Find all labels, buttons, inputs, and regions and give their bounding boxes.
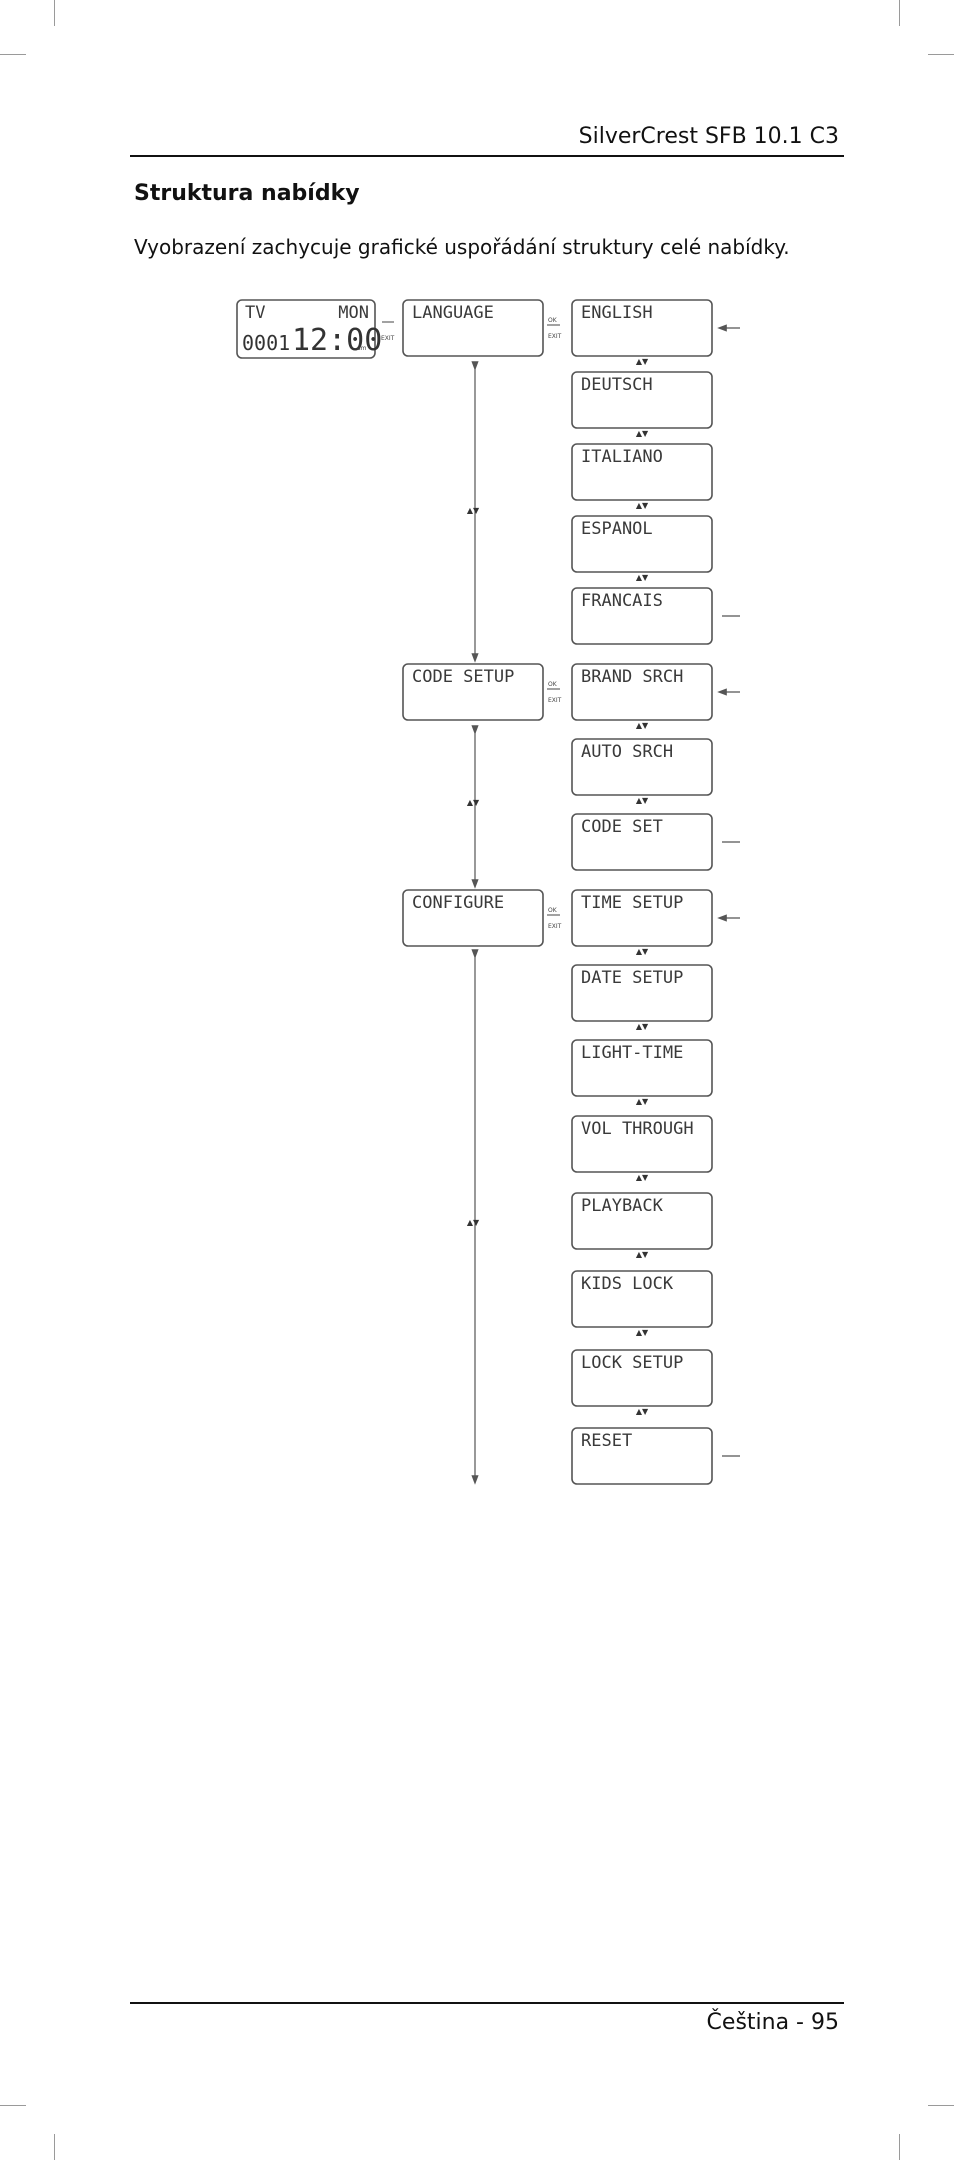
section-heading: Struktura nabídky [134,181,360,206]
language-item-label: ITALIANO [581,447,663,467]
crop-mark [928,2105,954,2106]
crop-mark [899,2134,900,2160]
ok-label: OK [548,907,558,914]
configure-item-label: TIME SETUP [581,893,683,913]
up-down-arrow-icon: ▲▼ [636,1173,649,1182]
exit-label: EXIT [548,333,562,340]
configure-item-box [571,889,713,947]
main-menu-label: CODE SETUP [412,667,514,687]
code-setup-item-box [571,813,713,871]
up-down-arrow-icon: ▲▼ [636,796,649,805]
language-item-box [571,299,713,357]
ok-label: OK [548,317,558,324]
start-screen-day: MON [338,303,369,323]
up-down-arrow-icon: ▲▼ [467,506,480,515]
up-down-arrow-icon: ▲▼ [636,501,649,510]
start-screen-box [236,299,376,359]
configure-item-box [571,1349,713,1407]
language-item-label: ENGLISH [581,303,653,323]
configure-item-label: KIDS LOCK [581,1274,674,1294]
start-screen-channel: 0001 [242,331,290,355]
configure-item-label: LOCK SETUP [581,1353,683,1373]
code-setup-item-box [571,738,713,796]
crop-mark [54,2134,55,2160]
main-menu-box [402,663,544,721]
code-setup-item-label: AUTO SRCH [581,742,673,762]
main-menu-box [402,889,544,947]
up-down-arrow-icon: ▲▼ [636,1407,649,1416]
header-title: SilverCrest SFB 10.1 C3 [578,124,839,149]
language-item-box [571,587,713,645]
up-down-arrow-icon: ▲▼ [636,721,649,730]
up-down-arrow-icon: ▲▼ [636,1097,649,1106]
crop-mark [0,2105,26,2106]
exit-label: EXIT [548,923,562,930]
start-screen-time: 12:00 [292,323,382,358]
up-down-arrow-icon: ▲▼ [467,798,480,807]
crop-mark [0,54,26,55]
exit-label: EXIT [381,335,395,342]
start-screen-period: am [357,345,367,352]
up-down-arrow-icon: ▲▼ [636,429,649,438]
configure-item-label: DATE SETUP [581,968,683,988]
footer-rule [130,2002,844,2004]
language-item-label: FRANCAIS [581,591,663,611]
configure-item-box [571,1192,713,1250]
up-down-arrow-icon: ▲▼ [636,1022,649,1031]
configure-item-label: RESET [581,1431,632,1451]
up-down-arrow-icon: ▲▼ [636,1328,649,1337]
language-item-label: DEUTSCH [581,375,653,395]
crop-mark [928,54,954,55]
code-setup-item-box [571,663,713,721]
language-item-box [571,371,713,429]
up-down-arrow-icon: ▲▼ [636,573,649,582]
exit-label: EXIT [548,697,562,704]
start-screen-mode: TV [245,303,265,323]
configure-item-box [571,1039,713,1097]
main-menu-label: LANGUAGE [412,303,494,323]
configure-item-box [571,964,713,1022]
configure-item-label: LIGHT-TIME [581,1043,683,1063]
language-item-label: ESPANOL [581,519,653,539]
up-down-arrow-icon: ▲▼ [636,947,649,956]
header-rule [130,155,844,157]
main-menu-label: CONFIGURE [412,893,504,913]
crop-mark [54,0,55,26]
up-down-arrow-icon: ▲▼ [636,1250,649,1259]
up-down-arrow-icon: ▲▼ [467,1218,480,1227]
up-down-arrow-icon: ▲▼ [636,357,649,366]
language-item-box [571,515,713,573]
crop-mark [899,0,900,26]
page-number: Čeština - 95 [706,2010,839,2035]
code-setup-item-label: CODE SET [581,817,663,837]
configure-item-box [571,1270,713,1328]
ok-label: OK [548,681,558,688]
configure-item-box [571,1427,713,1485]
configure-item-label: VOL THROUGH [581,1119,694,1139]
code-setup-item-label: BRAND SRCH [581,667,683,687]
main-menu-box [402,299,544,357]
section-intro: Vyobrazení zachycuje grafické uspořádání… [134,235,790,259]
configure-item-box [571,1115,713,1173]
configure-item-label: PLAYBACK [581,1196,664,1216]
language-item-box [571,443,713,501]
